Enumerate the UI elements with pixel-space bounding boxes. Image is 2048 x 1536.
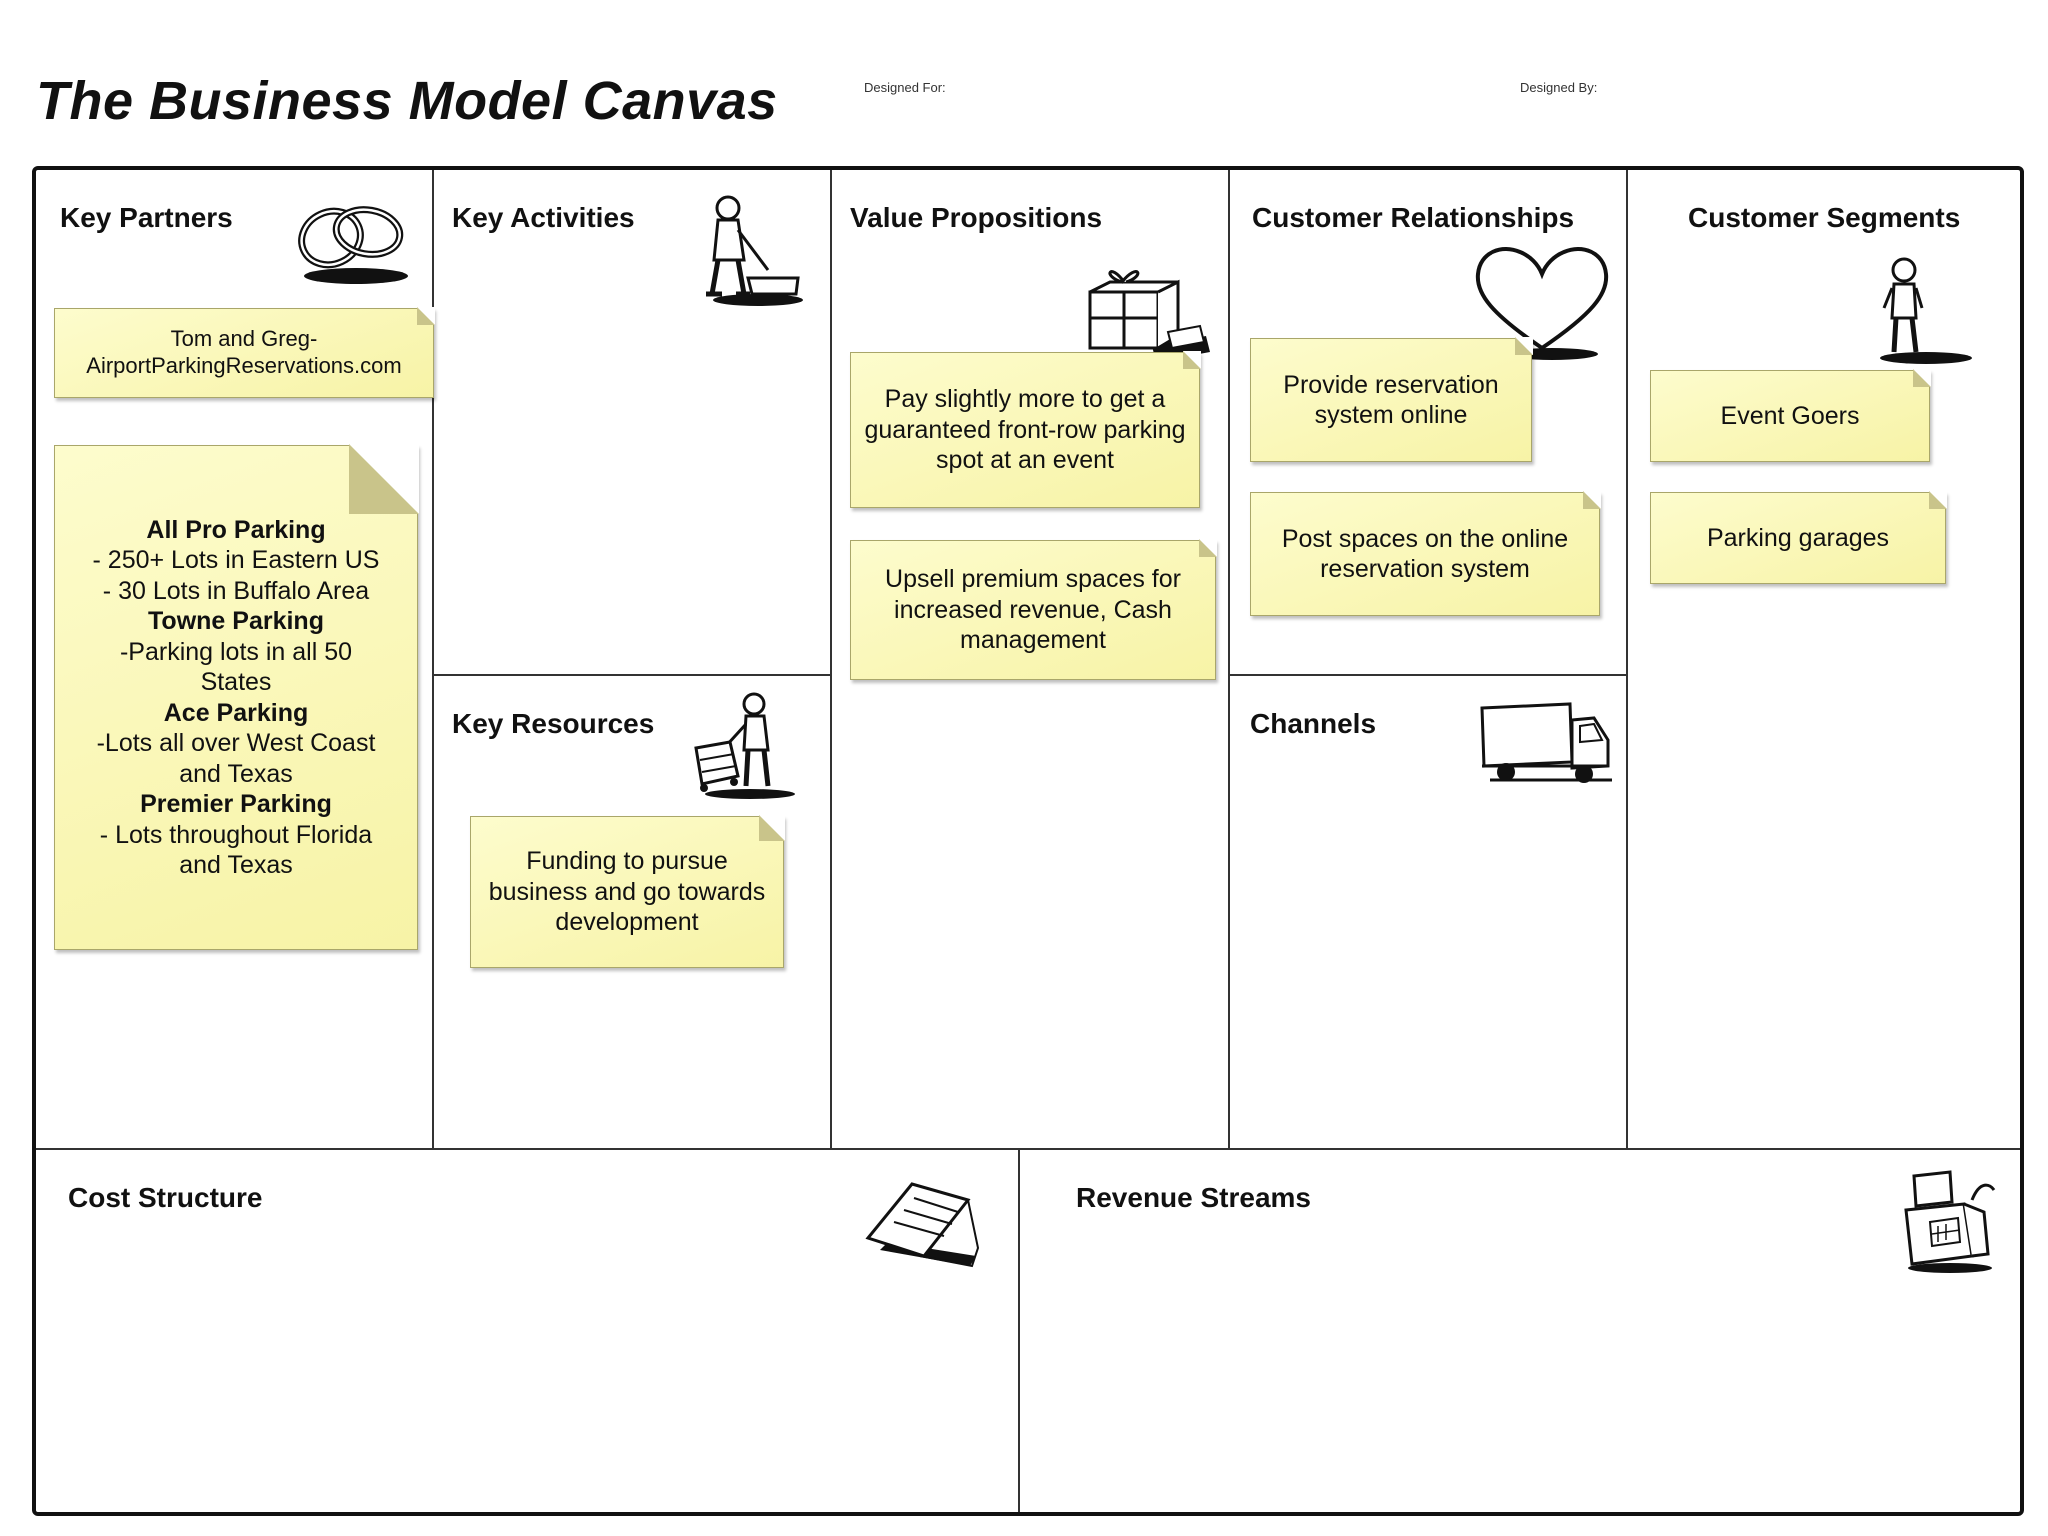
cash-register-icon: [1904, 1170, 1996, 1273]
partner-name: All Pro Parking: [146, 515, 326, 544]
designed-by-label: Designed By:: [1520, 80, 1598, 95]
price-tag-icon: [865, 1182, 980, 1268]
key-partners-note: Tom and Greg- AirportParkingReservations…: [54, 307, 435, 398]
channels-title: Channels: [1250, 708, 1377, 739]
customer-relationship-note: Post spaces on the online reservation sy…: [1250, 491, 1601, 616]
grid-line: [36, 1148, 2020, 1150]
partner-detail: - Lots throughout Florida and Texas: [99, 820, 373, 880]
gift-box-icon: [1088, 270, 1210, 362]
grid-line: [432, 674, 830, 676]
partner-detail: - 30 Lots in Buffalo Area: [102, 576, 370, 605]
revenue-streams-title: Revenue Streams: [1076, 1182, 1312, 1213]
designed-for-label: Designed For:: [864, 80, 946, 95]
partner-detail: -Lots all over West Coast and Texas: [96, 729, 376, 788]
note-line: Tom and Greg-: [170, 326, 318, 352]
value-proposition-note: Upsell premium spaces for increased reve…: [850, 539, 1217, 680]
key-activities-title: Key Activities: [452, 202, 635, 233]
value-propositions-title: Value Propositions: [850, 202, 1103, 233]
partner-name: Premier Parking: [140, 790, 332, 818]
grid-line: [830, 170, 832, 1148]
key-partners-list-note: All Pro Parking - 250+ Lots in Eastern U…: [54, 444, 419, 950]
grid-line: [1228, 674, 1626, 676]
value-proposition-note: Pay slightly more to get a guaranteed fr…: [850, 351, 1201, 508]
chain-link-icon: [298, 206, 408, 284]
business-model-canvas: Key Partners Tom and Greg- AirportParkin…: [32, 166, 2024, 1516]
customer-relationship-note: Provide reservation system online: [1250, 337, 1533, 462]
grid-line: [1228, 170, 1230, 1148]
worker-with-cart-icon: [694, 692, 795, 799]
customer-segments-title: Customer Segments: [1688, 202, 1961, 233]
worker-sweeping-icon: [706, 195, 803, 306]
customer-relationships-title: Customer Relationships: [1252, 202, 1575, 233]
key-partners-title: Key Partners: [60, 202, 233, 233]
grid-line: [1018, 1148, 1020, 1512]
grid-line: [432, 170, 434, 1148]
customer-segment-note: Event Goers: [1650, 369, 1931, 462]
partner-name: Towne Parking: [148, 607, 324, 635]
page-title: The Business Model Canvas: [36, 71, 778, 131]
grid-line: [1626, 170, 1628, 1148]
partner-detail: -Parking lots in all 50 States: [119, 637, 353, 697]
delivery-truck-icon: [1480, 702, 1612, 783]
partner-detail: - 250+ Lots in Eastern US: [92, 546, 380, 574]
partner-name: Ace Parking: [163, 698, 309, 727]
key-resources-title: Key Resources: [452, 708, 655, 739]
customer-segment-note: Parking garages: [1650, 491, 1947, 584]
cost-structure-title: Cost Structure: [68, 1182, 263, 1213]
standing-person-icon: [1880, 257, 1972, 364]
note-line: AirportParkingReservations.com: [86, 353, 402, 378]
key-resources-note: Funding to pursue business and go toward…: [470, 815, 785, 968]
